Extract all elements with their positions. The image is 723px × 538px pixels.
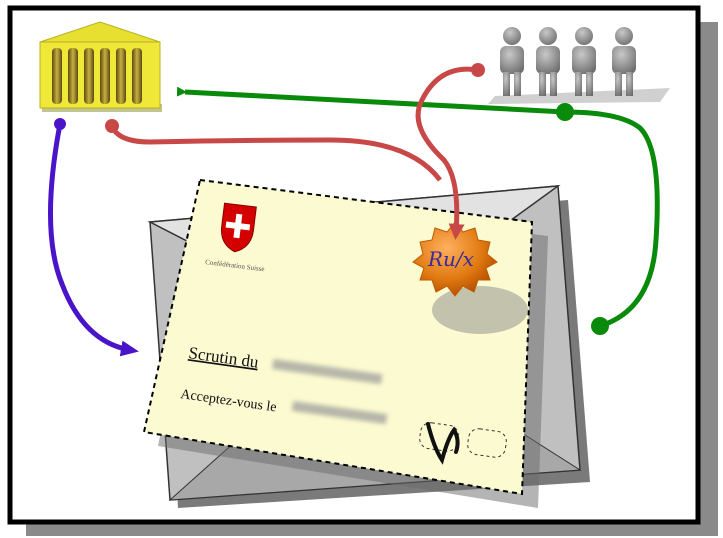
citizens-group-icon [488,27,670,104]
citizen-figure [572,27,596,96]
purple-arrow [47,118,139,357]
ballot-title-blur [272,358,383,385]
citizen-figure [612,27,636,96]
seal-signature: Ru/x [427,247,474,271]
citizen-figure [536,27,560,96]
swiss-coat-of-arms-icon [220,202,257,253]
red-arrow-government [105,119,442,182]
government-building-icon [39,21,162,112]
ballot-question-blur [291,400,388,425]
signature-seal-icon: Ru/x [412,221,528,334]
seal-shape [412,221,498,297]
red-arrow-citizens [415,63,485,240]
green-arrow [176,86,660,335]
checkmark-icon [426,422,460,465]
citizen-figure [500,27,524,96]
